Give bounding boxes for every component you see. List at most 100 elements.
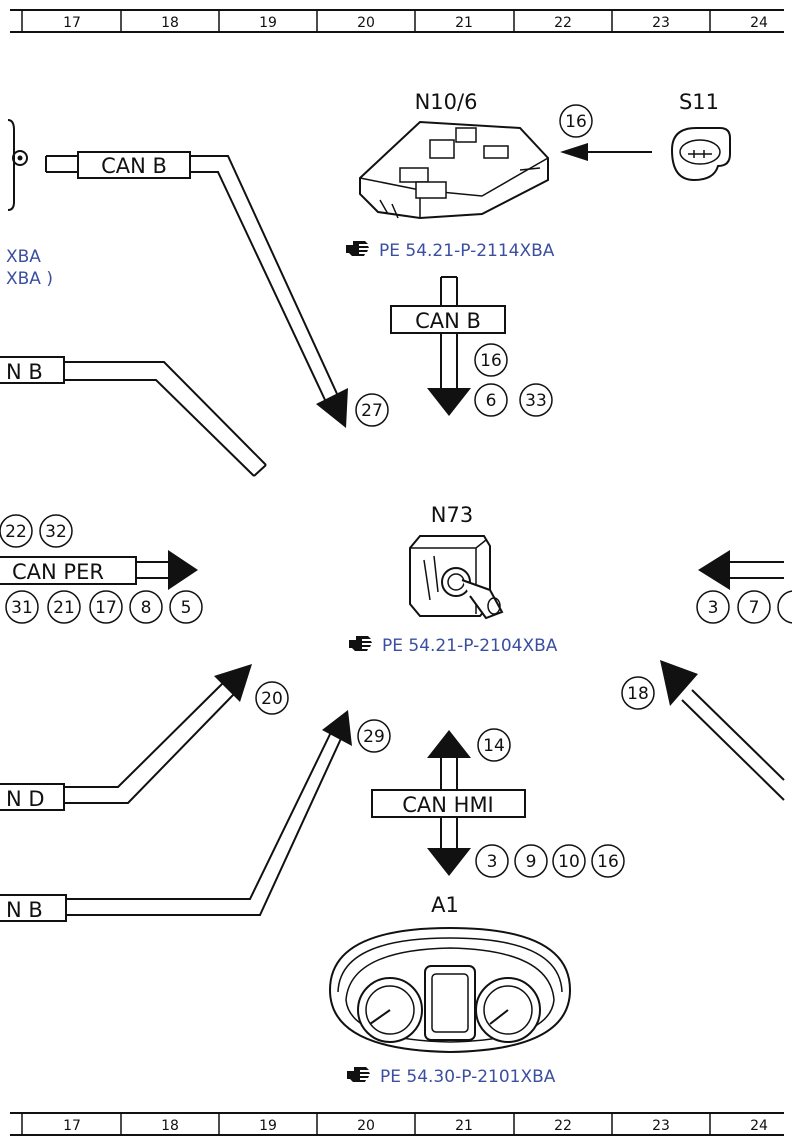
can-hmi-line xyxy=(427,730,471,876)
ruler-label: 23 xyxy=(652,1118,670,1134)
circle-33-center: 33 xyxy=(519,383,553,417)
a1-ref-label[interactable]: PE 54.30-P-2101XBA xyxy=(380,1067,556,1087)
right-side-line xyxy=(698,550,784,590)
ruler-label: 24 xyxy=(750,1118,768,1134)
ruler-label: 22 xyxy=(554,1118,572,1134)
circle-17-label: 17 xyxy=(95,598,117,618)
circle-16-s11: 16 xyxy=(559,104,593,138)
circle-6-center: 6 xyxy=(474,383,508,417)
circle-31: 31 xyxy=(5,590,39,624)
circle-partial-right xyxy=(777,590,792,624)
circle-9-hmi: 9 xyxy=(514,844,548,878)
s11-title: S11 xyxy=(679,90,719,114)
circle-14-label: 14 xyxy=(483,736,505,756)
circle-18-label: 18 xyxy=(627,684,649,704)
can-per-line xyxy=(136,550,198,590)
circle-27: 27 xyxy=(355,393,389,427)
a1-instrument-cluster-icon xyxy=(328,926,572,1054)
ruler-label: 18 xyxy=(161,1118,179,1134)
ruler-label: 22 xyxy=(554,15,572,31)
n73-ref[interactable]: PE 54.21-P-2104XBA xyxy=(349,636,558,656)
can-b-center-line xyxy=(427,276,471,416)
n73-title: N73 xyxy=(431,503,473,527)
circle-16-hmi: 16 xyxy=(591,844,625,878)
circle-17: 17 xyxy=(89,590,123,624)
ruler-label: 21 xyxy=(455,1118,473,1134)
can-b-center-box xyxy=(390,305,506,334)
ruler-label: 23 xyxy=(652,15,670,31)
circle-22: 22 xyxy=(0,514,33,548)
can-per-box xyxy=(0,556,137,585)
circle-5: 5 xyxy=(169,590,203,624)
ruler-label: 19 xyxy=(259,1118,277,1134)
circle-5-label: 5 xyxy=(181,598,192,618)
n73-ref-label[interactable]: PE 54.21-P-2104XBA xyxy=(382,636,558,656)
ruler-label: 19 xyxy=(259,15,277,31)
circle-3-hmi-label: 3 xyxy=(487,852,498,872)
circle-21: 21 xyxy=(47,590,81,624)
circle-32: 32 xyxy=(39,514,73,548)
circle-22-label: 22 xyxy=(5,522,27,542)
circle-16-center-label: 16 xyxy=(480,351,502,371)
circle-21-label: 21 xyxy=(53,598,75,618)
can-d-line xyxy=(64,664,252,804)
circle-9-hmi-label: 9 xyxy=(526,852,537,872)
can-hmi-label: CAN HMI xyxy=(402,793,494,817)
s11-arrow xyxy=(560,143,652,161)
circle-10-hmi-label: 10 xyxy=(558,852,580,872)
left-ref-2: XBA ) xyxy=(6,269,53,289)
n73-ignition-switch-icon xyxy=(409,535,504,620)
circle-6-center-label: 6 xyxy=(486,391,497,411)
left-edge-component xyxy=(7,119,28,211)
s11-sensor-icon xyxy=(670,127,731,182)
ruler-label: 17 xyxy=(63,1118,81,1134)
left-ref-1: XBA xyxy=(6,247,41,267)
can-hmi-box xyxy=(371,789,526,818)
circle-20-label: 20 xyxy=(261,689,283,709)
can-b-top-left-line xyxy=(45,155,348,428)
circle-31-label: 31 xyxy=(11,598,33,618)
circle-14: 14 xyxy=(477,728,511,762)
ruler-label: 17 xyxy=(63,15,81,31)
circle-29: 29 xyxy=(357,719,391,753)
ruler-label: 24 xyxy=(750,15,768,31)
top-ruler: 17 18 19 20 21 22 23 24 xyxy=(10,9,784,33)
circle-3-right-label: 3 xyxy=(708,598,719,618)
circle-3-hmi: 3 xyxy=(475,844,509,878)
circle-16-center: 16 xyxy=(474,343,508,377)
can-b-center-label: CAN B xyxy=(415,309,481,333)
ruler-label: 20 xyxy=(357,1118,375,1134)
n10-6-ref[interactable]: PE 54.21-P-2114XBA xyxy=(346,241,555,261)
ruler-label: 21 xyxy=(455,15,473,31)
circle-16-s11-label: 16 xyxy=(565,112,587,132)
can-b-left-mid-box xyxy=(0,356,65,384)
circle-3-right: 3 xyxy=(696,590,730,624)
ruler-label: 18 xyxy=(161,15,179,31)
circle-7-right: 7 xyxy=(737,590,771,624)
arrow-18-line xyxy=(660,660,785,801)
can-b-left-mid-label: N B xyxy=(6,360,43,384)
can-b-left-bottom-box xyxy=(0,894,67,922)
bottom-ruler: 17 18 19 20 21 22 23 24 xyxy=(10,1112,784,1136)
circle-29-label: 29 xyxy=(363,727,385,747)
can-d-label: N D xyxy=(6,787,45,811)
circle-20: 20 xyxy=(255,681,289,715)
ruler-label: 20 xyxy=(357,15,375,31)
n10-6-ref-label[interactable]: PE 54.21-P-2114XBA xyxy=(379,241,555,261)
a1-ref[interactable]: PE 54.30-P-2101XBA xyxy=(347,1067,556,1087)
circle-27-label: 27 xyxy=(361,401,383,421)
circle-8: 8 xyxy=(129,590,163,624)
pointing-hand-icon xyxy=(349,636,372,651)
pointing-hand-icon xyxy=(347,1067,370,1082)
can-per-label: CAN PER xyxy=(12,560,104,584)
a1-title: A1 xyxy=(431,893,459,917)
circle-16-hmi-label: 16 xyxy=(597,852,619,872)
can-b-left-mid-line xyxy=(64,361,267,477)
can-b-left-bottom-line xyxy=(66,710,352,916)
can-d-box xyxy=(0,783,65,811)
circle-33-center-label: 33 xyxy=(525,391,547,411)
n10-6-module-icon xyxy=(359,120,549,220)
circle-32-label: 32 xyxy=(45,522,67,542)
can-b-top-left-box xyxy=(77,151,191,179)
